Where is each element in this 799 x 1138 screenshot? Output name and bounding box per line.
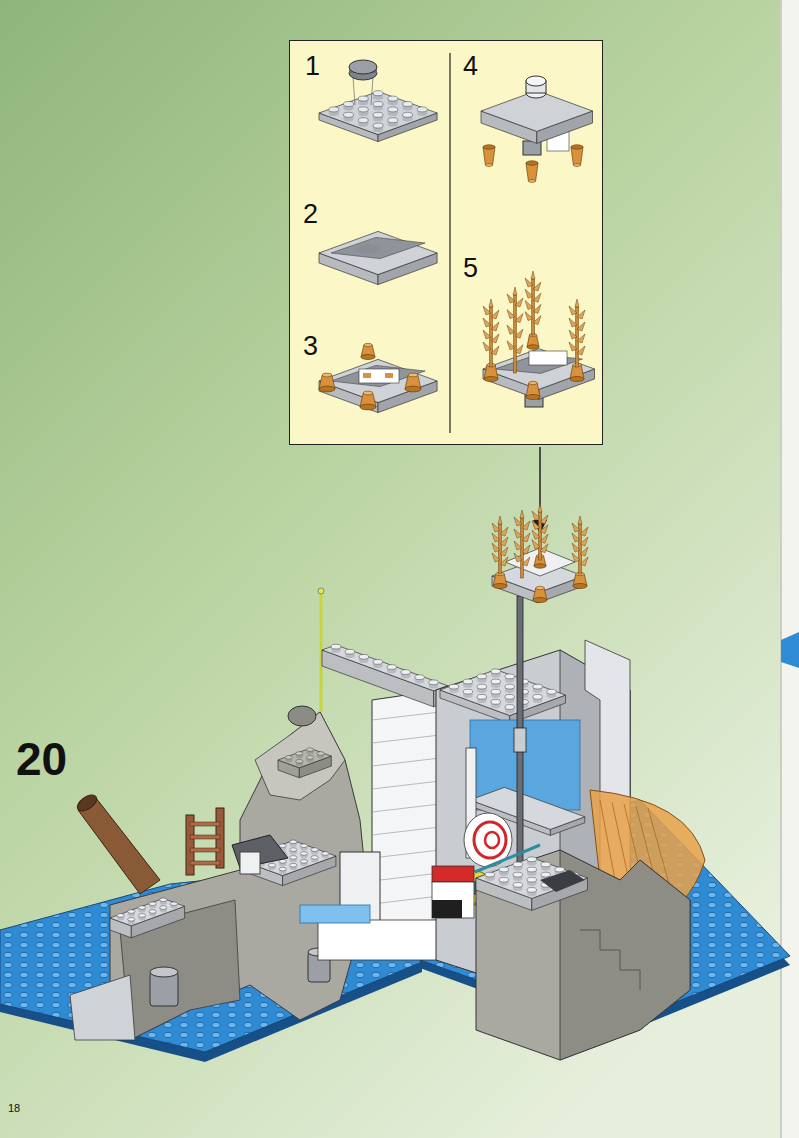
substep-number: 2: [303, 201, 318, 228]
next-page-plate: [781, 632, 799, 668]
castle-model: [0, 447, 790, 1062]
substep-number: 4: [463, 53, 478, 80]
substep-number: 5: [463, 255, 478, 282]
inset-panel: 1 2 3 4 5: [289, 40, 603, 445]
substep-number: 1: [305, 53, 320, 80]
substep-illustration: [290, 41, 604, 446]
substep-number: 3: [303, 333, 318, 360]
page-number: 18: [8, 1103, 20, 1114]
step-number: 20: [16, 736, 67, 782]
